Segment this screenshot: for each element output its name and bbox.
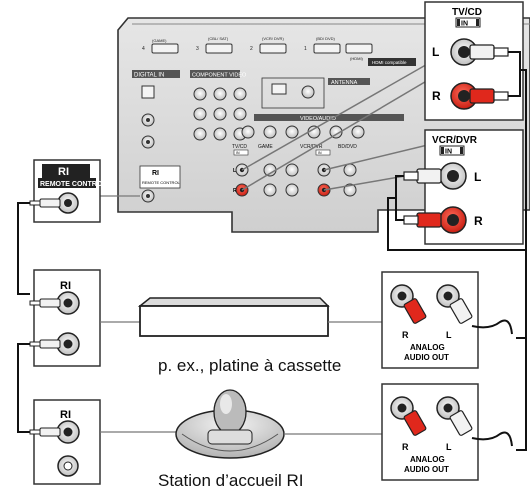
vcr-dvr-callout: VCR/DVR IN L R	[323, 129, 524, 245]
analog-top-l: L	[446, 330, 452, 340]
svg-text:2: 2	[250, 46, 253, 52]
analog-top-line2: AUDIO OUT	[404, 353, 449, 362]
svg-text:TV/CD: TV/CD	[232, 144, 247, 150]
svg-text:IN: IN	[236, 151, 240, 155]
svg-text:BD/DVD: BD/DVD	[338, 144, 357, 150]
svg-text:REMOTE CONTROL: REMOTE CONTROL	[142, 180, 181, 185]
svg-text:(CBL/ SAT): (CBL/ SAT)	[208, 36, 229, 41]
right-cable-top	[516, 69, 527, 339]
video-audio-section: VIDEO/AUDIO TV/CD GAME VCR/DVR BD/DVD IN…	[232, 114, 404, 197]
remote-control-callout: RI REMOTE CONTROL	[17, 159, 140, 295]
digital-in-section: DIGITAL IN	[132, 70, 180, 149]
antenna-section: ANTENNA	[261, 77, 370, 109]
remote-control-label: REMOTE CONTROL	[40, 181, 107, 188]
analog-top-r: R	[402, 330, 409, 340]
svg-text:(HDMI): (HDMI)	[350, 56, 364, 61]
tv-cd-in: IN	[461, 21, 468, 28]
svg-text:GAME: GAME	[258, 144, 273, 150]
analog-out-top: R L ANALOG AUDIO OUT	[381, 271, 513, 369]
vcr-dvr-l-label: L	[474, 170, 481, 184]
ri-top-logo: RI	[60, 280, 71, 292]
svg-text:HDMI compatible: HDMI compatible	[372, 60, 407, 65]
svg-text:(BD/ DVD): (BD/ DVD)	[316, 36, 336, 41]
tv-cd-l-label: L	[432, 45, 439, 59]
svg-text:ANTENNA: ANTENNA	[331, 80, 358, 86]
svg-text:IN: IN	[318, 151, 322, 155]
svg-text:4: 4	[142, 46, 145, 52]
ri-dock	[175, 389, 382, 459]
svg-text:VIDEO/AUDIO: VIDEO/AUDIO	[300, 116, 337, 122]
right-cable-bottom	[387, 197, 527, 451]
analog-bottom-r: R	[402, 442, 409, 452]
vcr-dvr-in: IN	[445, 149, 452, 156]
analog-top-line1: ANALOG	[410, 343, 445, 352]
ri-jack-panel-top: RI	[17, 269, 140, 433]
dock-caption: Station d’accueil RI	[158, 471, 304, 490]
hdmi-row: 4 (GAME) 3 (CBL/ SAT) 2 (VCR/ DVR) 1 (BD…	[142, 36, 416, 66]
ri-jack-panel-bottom: RI	[29, 399, 178, 485]
ri-bottom-logo: RI	[60, 409, 71, 421]
receiver-ri-port: RI REMOTE CONTROL	[139, 165, 181, 203]
svg-text:3: 3	[196, 46, 199, 52]
remote-ri-logo: RI	[58, 166, 69, 178]
svg-text:COMPONENT VIDEO: COMPONENT VIDEO	[192, 73, 247, 79]
analog-bottom-line1: ANALOG	[410, 455, 445, 464]
svg-text:DIGITAL IN: DIGITAL IN	[134, 73, 164, 79]
svg-text:VCR/DVR: VCR/DVR	[300, 144, 323, 150]
svg-text:RI: RI	[152, 170, 159, 177]
tv-cd-callout: TV/CD IN L R	[241, 1, 524, 191]
svg-text:R: R	[233, 188, 237, 194]
analog-bottom-line2: AUDIO OUT	[404, 465, 449, 474]
tv-cd-r-label: R	[432, 89, 441, 103]
tv-cd-title: TV/CD	[452, 7, 482, 18]
cassette-deck	[137, 297, 382, 337]
component-video-section: COMPONENT VIDEO	[190, 70, 247, 141]
analog-out-bottom: R L ANALOG AUDIO OUT	[381, 383, 513, 481]
vcr-dvr-r-label: R	[474, 214, 483, 228]
analog-bottom-l: L	[446, 442, 452, 452]
vcr-dvr-title: VCR/DVR	[432, 135, 478, 146]
svg-text:1: 1	[304, 46, 307, 52]
svg-text:(VCR/ DVR): (VCR/ DVR)	[262, 36, 284, 41]
cassette-caption: p. ex., platine à cassette	[158, 356, 342, 375]
svg-text:L: L	[233, 168, 236, 174]
svg-text:(GAME): (GAME)	[152, 38, 167, 43]
